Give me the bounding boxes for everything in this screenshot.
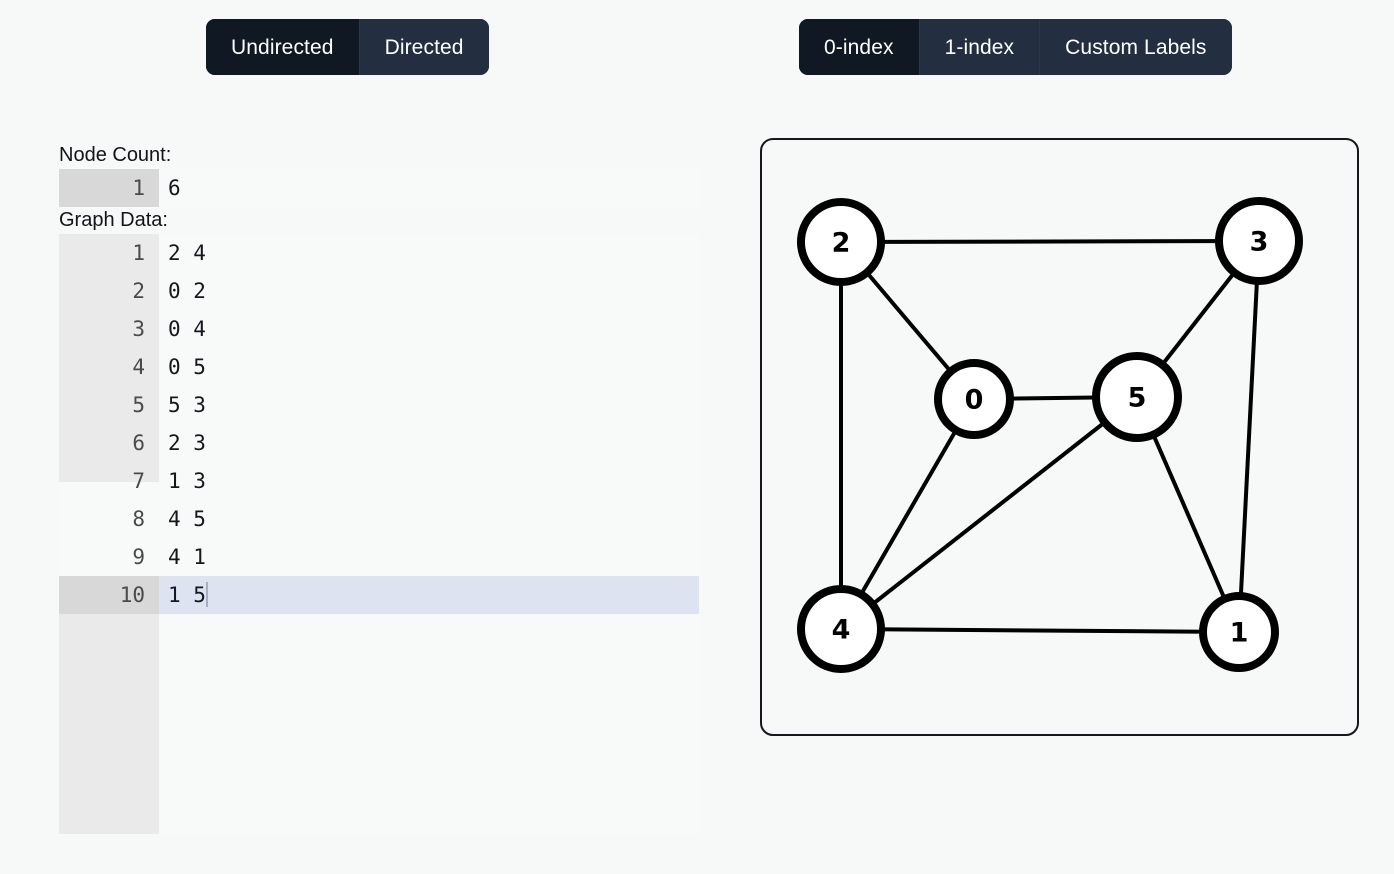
line-number: 3 [132, 317, 145, 341]
graph-node-label: 4 [832, 615, 851, 646]
graph-node[interactable]: 1 [1199, 592, 1279, 672]
text-cursor [205, 582, 208, 607]
line-text: 2 3 [168, 431, 206, 455]
code-line[interactable]: 3 0 4 [59, 310, 699, 348]
line-text[interactable]: 6 [159, 169, 699, 207]
graph-node-label: 5 [1128, 383, 1147, 414]
line-value: 6 [168, 176, 181, 200]
graph-node-label: 0 [965, 385, 984, 416]
node-layer: 0 1 2 3 4 5 [797, 197, 1303, 673]
code-line[interactable]: 7 1 3 [59, 462, 699, 500]
graph-node-label: 2 [832, 228, 851, 259]
code-line[interactable]: 5 5 3 [59, 386, 699, 424]
line-text: 0 2 [168, 279, 206, 303]
graph-canvas[interactable]: 0 1 2 3 4 5 [762, 140, 1357, 734]
line-text: 5 3 [168, 393, 206, 417]
graph-visualization-panel[interactable]: 0 1 2 3 4 5 [760, 138, 1359, 736]
index-option-0-index[interactable]: 0-index [799, 19, 919, 75]
graph-node-circle[interactable] [1199, 592, 1279, 672]
graph-edge [839, 395, 1139, 631]
node-label-mode-toggle[interactable]: 0-index 1-index Custom Labels [799, 19, 1232, 75]
graph-node-circle[interactable] [1215, 197, 1303, 285]
graph-data-label: Graph Data: [59, 209, 168, 231]
code-line[interactable]: 2 0 2 [59, 272, 699, 310]
code-line[interactable]: 1 2 4 [59, 234, 699, 272]
line-number: 6 [132, 431, 145, 455]
graph-edge [839, 239, 1261, 244]
line-number: 4 [132, 355, 145, 379]
line-text: 4 1 [168, 545, 206, 569]
line-text: 0 4 [168, 317, 206, 341]
line-number: 2 [132, 279, 145, 303]
graph-data-gutter-empty [59, 614, 159, 834]
graph-direction-toggle[interactable]: Undirected Directed [206, 19, 489, 75]
code-line[interactable]: 8 4 5 [59, 500, 699, 538]
graph-data-input[interactable]: 1 2 4 2 0 2 3 0 4 4 0 5 5 5 3 6 2 3 [59, 234, 699, 834]
graph-edge [839, 627, 1241, 634]
node-count-label: Node Count: [59, 144, 172, 166]
graph-node-circle[interactable] [797, 198, 885, 286]
graph-node[interactable]: 5 [1092, 352, 1182, 442]
active-line-highlight [159, 576, 699, 614]
line-text[interactable]: 1 5 [159, 576, 699, 614]
line-number: 1 [59, 169, 159, 207]
line-text: 4 5 [168, 507, 206, 531]
graph-node-circle[interactable] [1092, 352, 1182, 442]
line-number: 10 [59, 576, 159, 614]
line-text: 1 3 [168, 469, 206, 493]
index-option-1-index[interactable]: 1-index [918, 19, 1040, 75]
line-number: 7 [132, 469, 145, 493]
edge-layer [839, 239, 1261, 634]
graph-node-circle[interactable] [797, 585, 885, 673]
line-text: 2 4 [168, 241, 206, 265]
mode-option-undirected[interactable]: Undirected [206, 19, 359, 75]
line-number: 1 [132, 241, 145, 265]
code-line[interactable]: 6 2 3 [59, 424, 699, 462]
graph-node-circle[interactable] [934, 359, 1014, 439]
graph-node[interactable]: 2 [797, 198, 885, 286]
graph-input-column: Node Count: 1 6 Graph Data: 1 2 4 2 0 2 … [59, 142, 699, 834]
graph-node[interactable]: 0 [934, 359, 1014, 439]
line-number: 5 [132, 393, 145, 417]
line-text: 0 5 [168, 355, 206, 379]
graph-edge [839, 397, 976, 631]
code-line[interactable]: 4 0 5 [59, 348, 699, 386]
graph-node-label: 3 [1250, 227, 1269, 258]
line-number: 8 [132, 507, 145, 531]
line-value: 1 5 [168, 583, 206, 607]
node-count-input[interactable]: 1 6 [59, 169, 699, 207]
graph-edge [1237, 239, 1261, 634]
code-line[interactable]: 1 6 [59, 169, 699, 207]
code-line[interactable]: 9 4 1 [59, 538, 699, 576]
graph-data-gutter [59, 234, 159, 482]
code-line[interactable]: 10 1 5 [59, 576, 699, 614]
mode-option-directed[interactable]: Directed [358, 19, 489, 75]
index-option-custom-labels[interactable]: Custom Labels [1039, 19, 1232, 75]
graph-node[interactable]: 4 [797, 585, 885, 673]
graph-node[interactable]: 3 [1215, 197, 1303, 285]
graph-node-label: 1 [1230, 618, 1249, 649]
line-number: 9 [132, 545, 145, 569]
